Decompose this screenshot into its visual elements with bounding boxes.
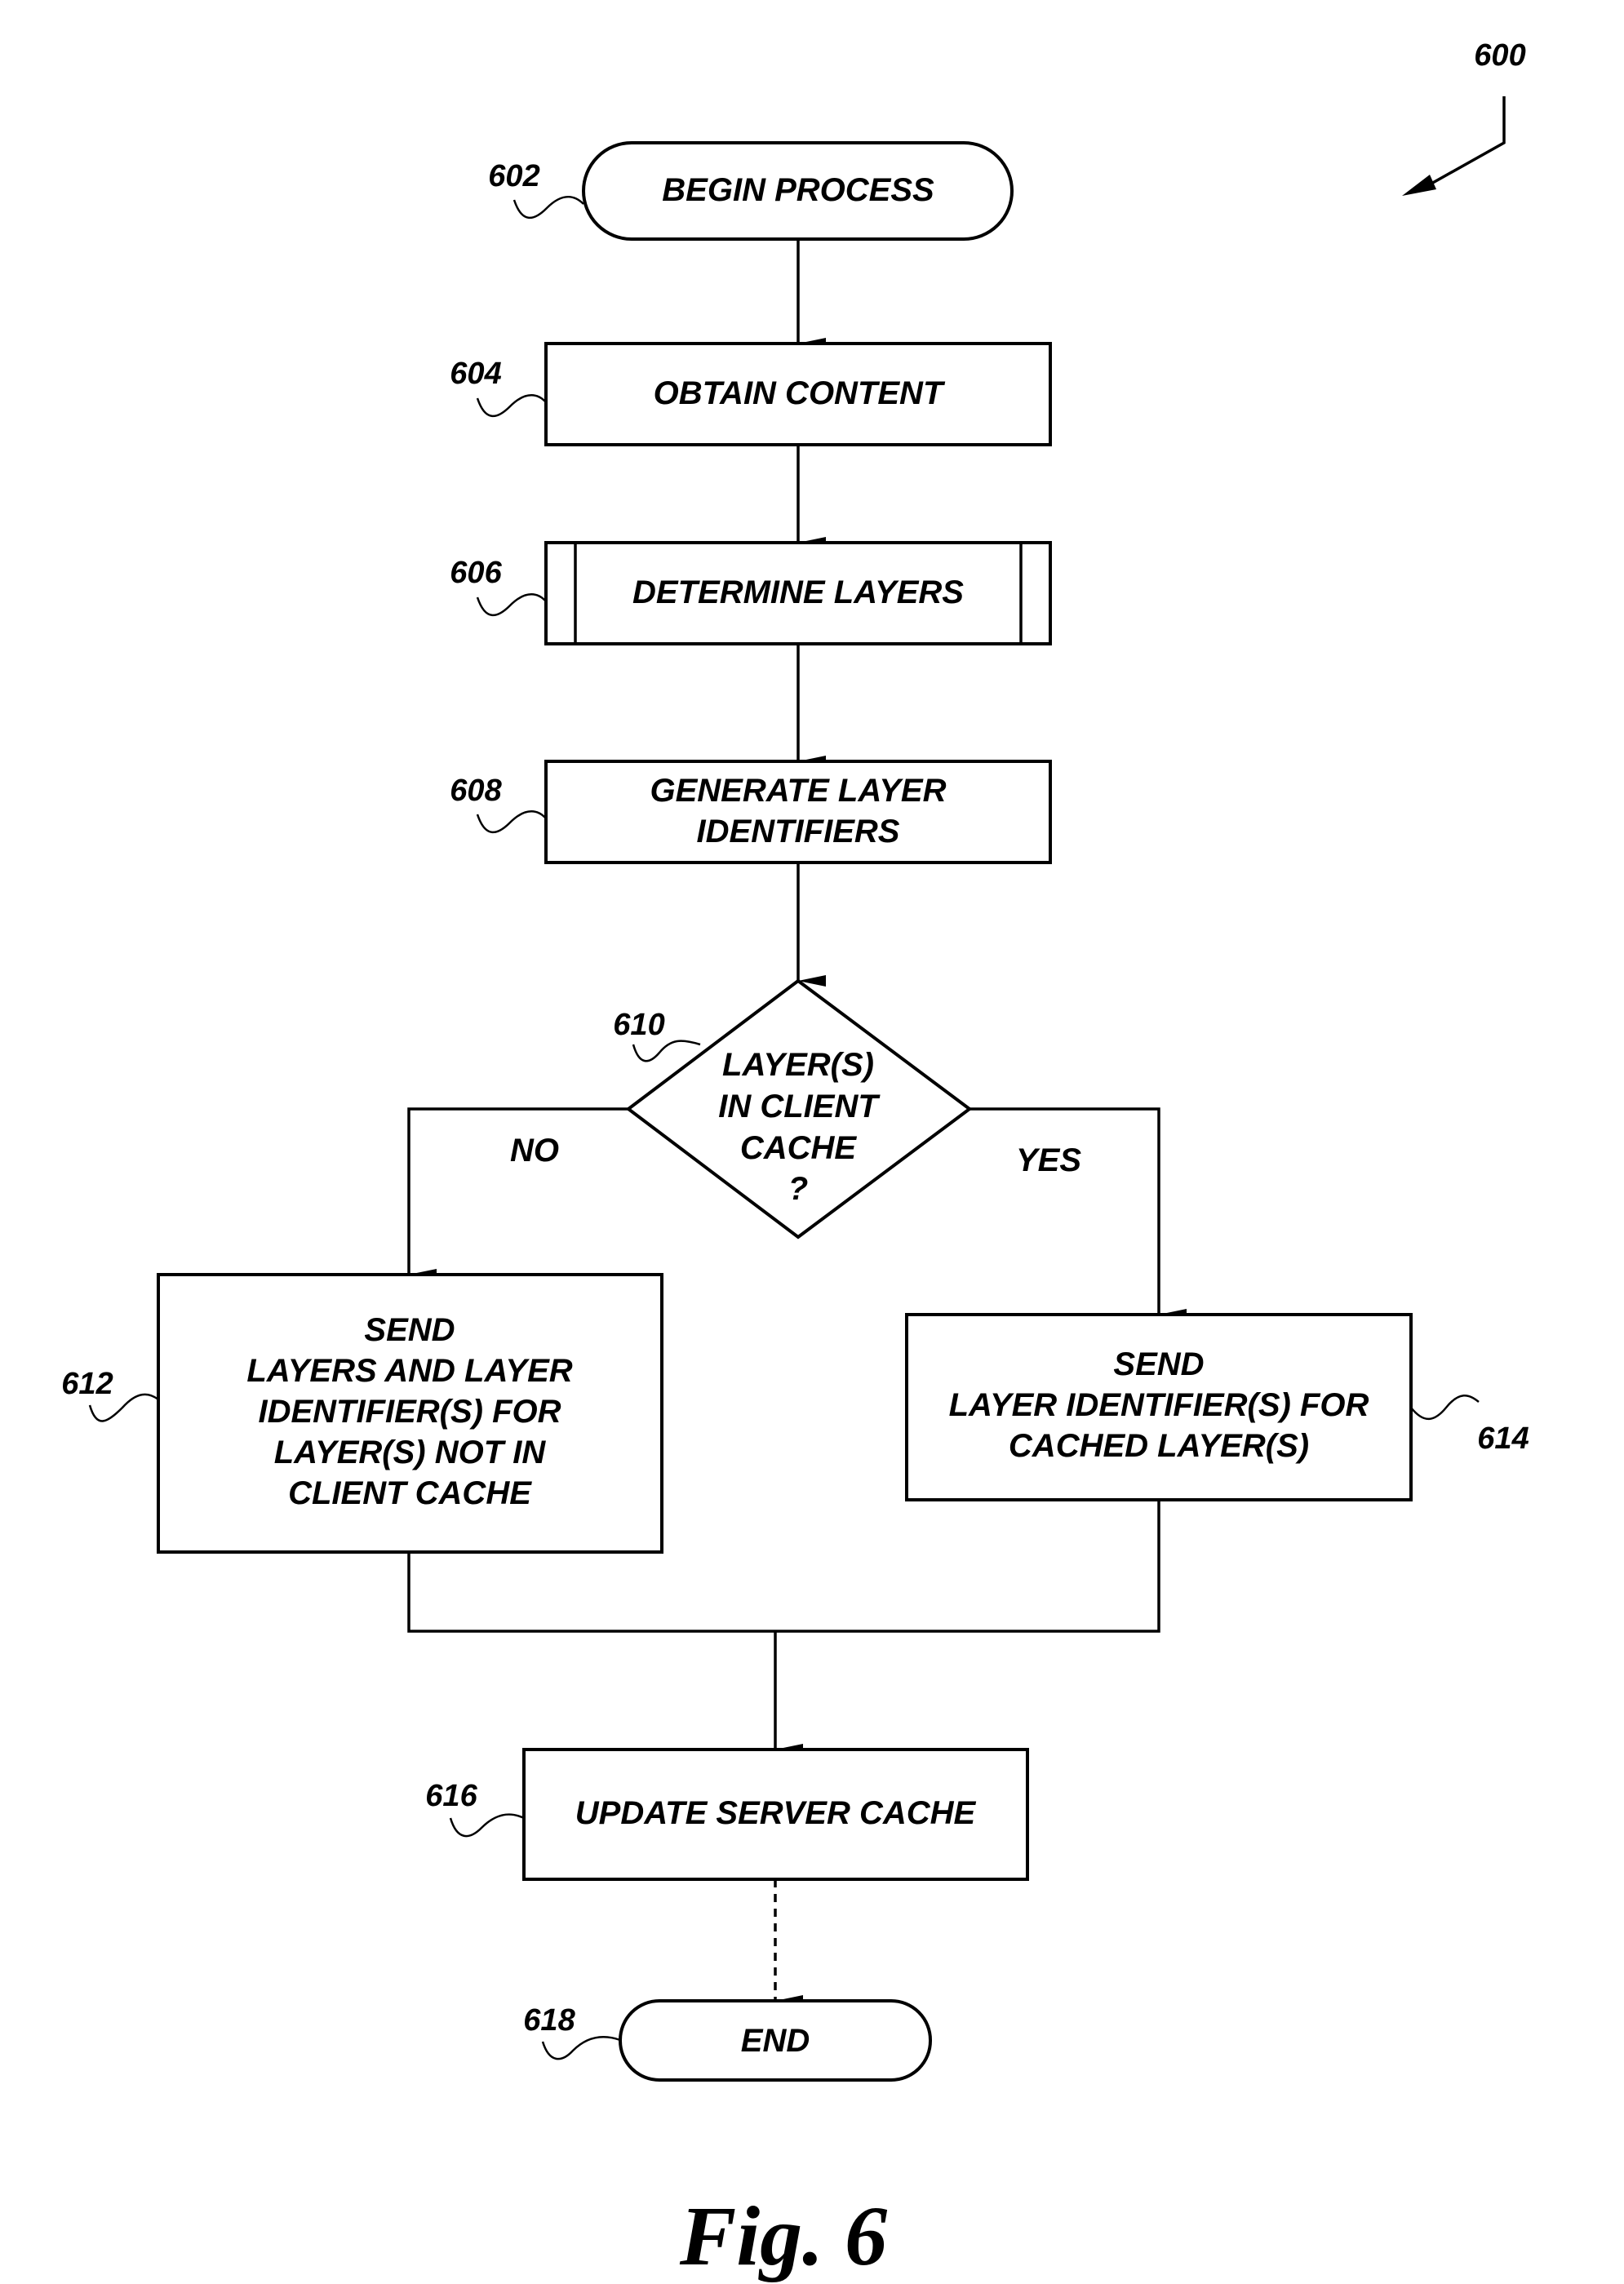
decision-label-line2: IN CLIENT — [718, 1089, 881, 1124]
decision-label-line4: ? — [788, 1171, 808, 1207]
ref-604: 604 — [450, 357, 501, 391]
edge-610-614-yes — [970, 1109, 1159, 1315]
ref-606: 606 — [450, 556, 502, 590]
ref-618: 618 — [523, 2003, 575, 2038]
figure-pointer-line — [1424, 96, 1504, 188]
generate-identifiers-label-line2: IDENTIFIERS — [697, 814, 900, 849]
ref-608: 608 — [450, 774, 502, 808]
send-layers-label-line4: LAYER(S) NOT IN — [274, 1435, 547, 1470]
leader-608 — [477, 811, 546, 832]
leader-602 — [514, 197, 583, 218]
leader-606 — [477, 594, 546, 615]
ref-602: 602 — [488, 159, 539, 193]
branch-no-label: NO — [510, 1133, 559, 1169]
leader-618 — [543, 2037, 620, 2059]
leader-604 — [477, 395, 546, 416]
determine-layers-label: DETERMINE LAYERS — [632, 574, 964, 610]
send-layers-label-line5: CLIENT CACHE — [288, 1475, 532, 1511]
figure-pointer-arrowhead — [1402, 175, 1436, 196]
leader-616 — [450, 1815, 524, 1837]
send-cached-label-line2: LAYER IDENTIFIER(S) FOR — [949, 1387, 1369, 1423]
ref-616: 616 — [425, 1779, 477, 1813]
send-layers-label-line1: SEND — [364, 1312, 455, 1348]
decision-label-line3: CACHE — [740, 1130, 858, 1166]
update-server-cache-label: UPDATE SERVER CACHE — [575, 1795, 977, 1831]
leader-610 — [633, 1041, 700, 1062]
send-layers-label-line2: LAYERS AND LAYER — [246, 1353, 572, 1389]
send-layers-label-line3: IDENTIFIER(S) FOR — [258, 1394, 561, 1430]
end-label: END — [741, 2023, 810, 2059]
ref-614: 614 — [1477, 1421, 1529, 1456]
leader-614 — [1411, 1395, 1479, 1419]
send-cached-label-line3: CACHED LAYER(S) — [1009, 1428, 1309, 1464]
decision-label-line1: LAYER(S) — [722, 1047, 874, 1083]
figure-number: 600 — [1474, 38, 1525, 73]
branch-yes-label: YES — [1016, 1142, 1081, 1178]
send-cached-label-line1: SEND — [1113, 1346, 1204, 1382]
generate-identifiers-label-line1: GENERATE LAYER — [650, 773, 947, 809]
begin-label: BEGIN PROCESS — [662, 172, 934, 208]
ref-612: 612 — [61, 1367, 113, 1401]
ref-610: 610 — [613, 1008, 664, 1042]
figure-caption: Fig. 6 — [679, 2189, 887, 2283]
obtain-content-label: OBTAIN CONTENT — [654, 375, 946, 411]
